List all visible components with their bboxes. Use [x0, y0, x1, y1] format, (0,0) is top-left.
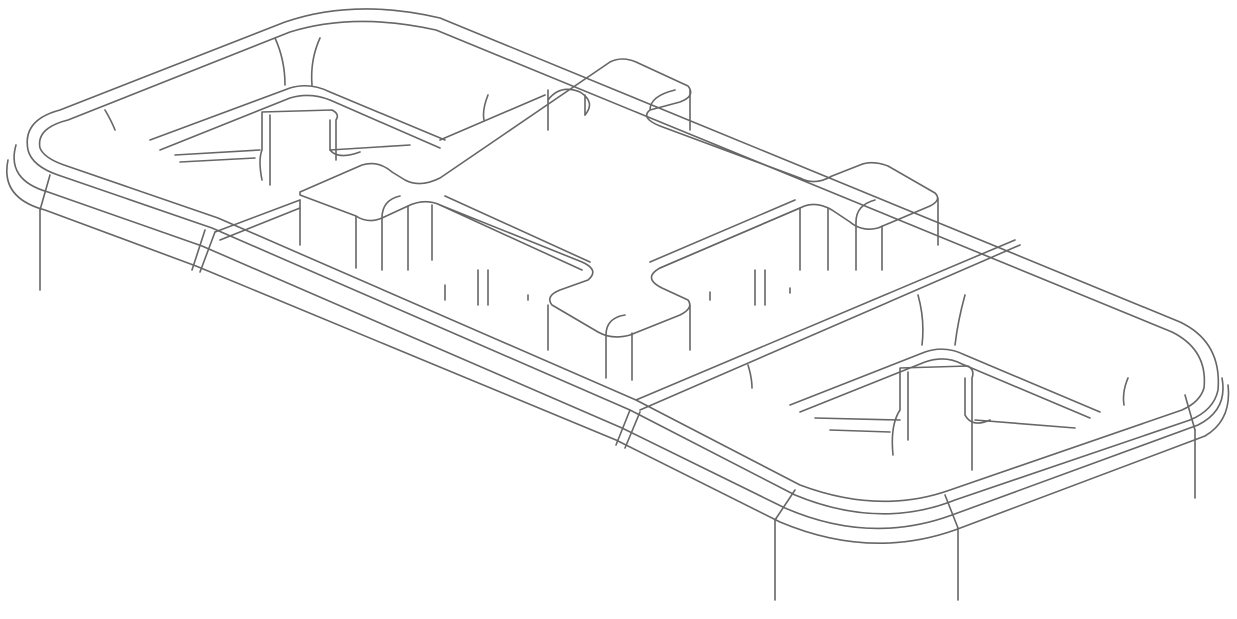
left-well: [104, 37, 489, 186]
seam: [774, 489, 796, 521]
skirt-lower: [6, 159, 1230, 545]
right-well: [747, 294, 1129, 471]
cross-edge: [299, 89, 939, 381]
right-post: [891, 365, 991, 471]
seam: [615, 409, 631, 446]
divider: [439, 94, 546, 141]
seam: [1184, 394, 1196, 431]
divider: [214, 199, 301, 233]
rim-inner: [38, 20, 1206, 503]
divider: [635, 239, 1016, 401]
left-post: [259, 109, 361, 186]
cross-top: [299, 58, 939, 338]
cross-slot-lines: [439, 195, 801, 271]
tray-outline: [6, 8, 1230, 601]
right-well-rim: [789, 348, 1101, 419]
seam: [624, 411, 641, 449]
left-well-rim: [149, 84, 446, 151]
hidden-detail-lines: [444, 269, 791, 306]
seam: [191, 229, 206, 271]
cross-fillet: [381, 88, 876, 336]
divider: [219, 207, 301, 241]
left-well-handle: [104, 37, 489, 131]
skirt-upper: [13, 144, 1224, 530]
right-well-floor: [814, 417, 1076, 433]
center-cross-platform: [299, 58, 939, 381]
rim-outer: [26, 8, 1220, 515]
seam: [39, 174, 51, 211]
left-well-floor: [174, 144, 411, 163]
right-well-handle: [747, 294, 1129, 406]
seam: [199, 231, 216, 273]
seam: [944, 494, 959, 529]
divider: [639, 244, 1021, 411]
